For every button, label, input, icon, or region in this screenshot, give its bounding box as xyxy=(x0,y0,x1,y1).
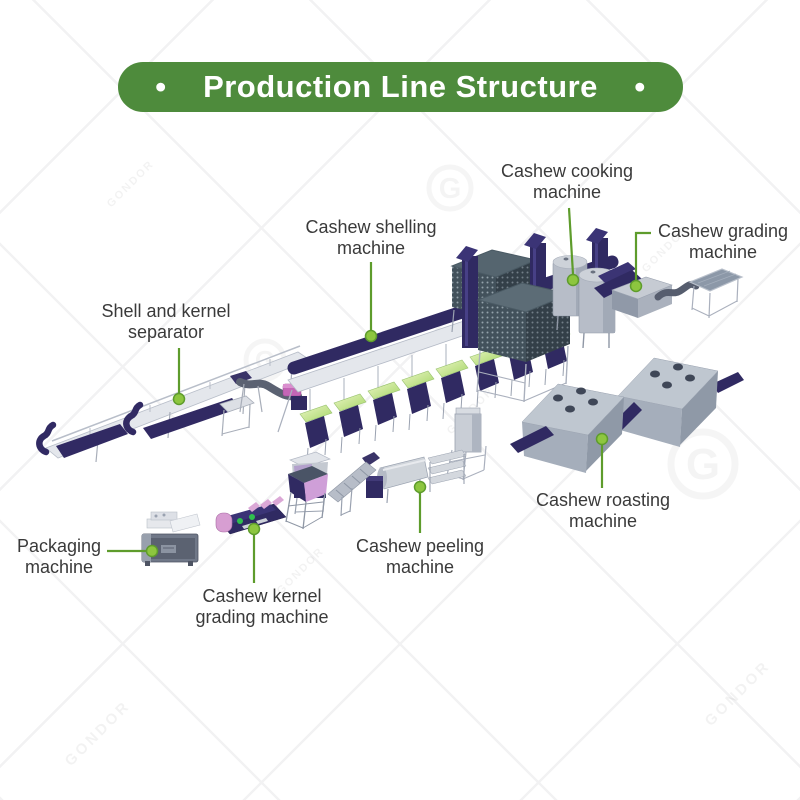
connector-dot xyxy=(247,522,261,536)
transfer-conveyor xyxy=(654,280,700,301)
roasting-machine-right xyxy=(617,357,744,447)
discharge-auger xyxy=(36,421,57,456)
kernel-hopper-stand xyxy=(285,466,328,530)
connector-dot xyxy=(629,279,643,293)
label-grading-machine: Cashew grading machine xyxy=(657,221,789,262)
connector-dot xyxy=(145,544,159,558)
label-roasting-machine: Cashew roasting machine xyxy=(535,490,671,531)
connector-dot xyxy=(364,329,378,343)
separator-tray xyxy=(56,424,128,458)
label-packaging-machine: Packaging machine xyxy=(16,536,102,577)
grading-machine xyxy=(594,262,700,318)
separator-machine xyxy=(36,345,311,463)
label-kernel-grading-machine: Cashew kernel grading machine xyxy=(195,586,329,627)
label-shelling-machine: Cashew shelling machine xyxy=(305,217,437,258)
title-banner: • Production Line Structure • xyxy=(118,62,683,112)
roasting-machine-left xyxy=(510,383,642,473)
label-peeling-machine: Cashew peeling machine xyxy=(355,536,485,577)
svg-text:G: G xyxy=(439,173,462,205)
packaging-machine xyxy=(141,511,201,566)
connectors xyxy=(107,207,651,583)
connector-dots xyxy=(145,273,643,558)
connector-line-grading xyxy=(634,231,651,281)
banner-text: • Production Line Structure • xyxy=(155,69,646,104)
discharge-auger xyxy=(123,401,144,436)
connector-dot xyxy=(595,432,609,446)
label-separator: Shell and kernel separator xyxy=(101,301,231,342)
separator-tray xyxy=(143,398,240,439)
connector-dot xyxy=(566,273,580,287)
kernel-grading-machine xyxy=(215,496,287,535)
connector-dot xyxy=(413,480,427,494)
svg-text:G: G xyxy=(686,440,720,489)
grading-table xyxy=(688,268,744,319)
label-cooking-machine: Cashew cooking machine xyxy=(500,161,634,202)
connector-dot xyxy=(172,392,186,406)
connector-line-cooking xyxy=(567,207,575,275)
